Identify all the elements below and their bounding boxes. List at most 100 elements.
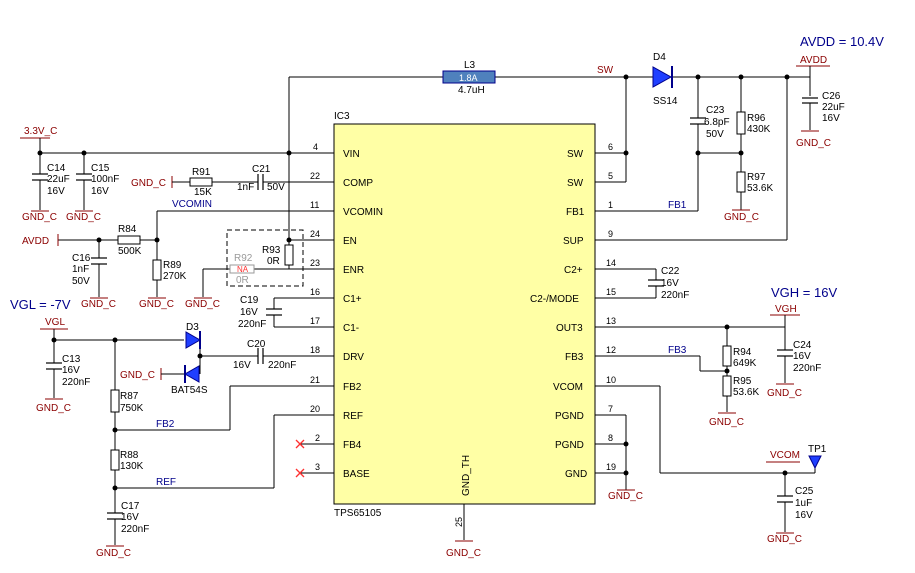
c14-v2: 16V	[47, 186, 65, 197]
net-label-ref: REF	[156, 477, 176, 488]
c15-v1: 100nF	[91, 174, 119, 185]
ic-right-pin-stubs	[595, 152, 787, 474]
inductor-l3[interactable]	[442, 70, 496, 84]
c22-v1: 16V	[661, 278, 679, 289]
resistor-r94[interactable]	[722, 345, 732, 367]
c26-v2: 16V	[822, 113, 840, 124]
capacitor-c13[interactable]	[46, 362, 62, 370]
net-label-avdd-in: AVDD	[22, 236, 49, 247]
c13-v2: 220nF	[62, 377, 90, 388]
pin-num-15: 15	[606, 287, 616, 297]
c26-v1: 22uF	[822, 102, 845, 113]
resistor-r97[interactable]	[736, 171, 746, 193]
resistor-r89[interactable]	[152, 259, 162, 281]
pin-num-16: 16	[310, 287, 320, 297]
c21-ref: C21	[252, 164, 271, 175]
capacitor-c17[interactable]	[107, 512, 123, 520]
resistor-r95[interactable]	[722, 375, 732, 397]
ic-part-label: TPS65105	[334, 508, 382, 519]
diode-d3-b[interactable]	[183, 365, 200, 383]
wires-c22	[626, 268, 657, 299]
heading-vgl: VGL = -7V	[10, 297, 71, 312]
c17-v2: 220nF	[121, 524, 149, 535]
resistor-r93[interactable]	[284, 244, 294, 266]
capacitor-c23[interactable]	[690, 117, 706, 125]
r88-value: 130K	[120, 461, 144, 472]
c17-v1: 16V	[121, 512, 139, 523]
ic-left-pin-stubs	[289, 152, 334, 474]
r96-value: 430K	[747, 124, 771, 135]
pin-num-17: 17	[310, 316, 320, 326]
c22-v2: 220nF	[661, 290, 689, 301]
capacitor-c21[interactable]	[257, 174, 264, 190]
net-label-gnd: GND_C	[709, 417, 744, 428]
diode-d4[interactable]	[652, 66, 673, 88]
pin-name-enr: ENR	[343, 265, 364, 276]
pin-name-fb2: FB2	[343, 382, 362, 393]
net-label-gnd: GND_C	[22, 212, 57, 223]
net-label-gnd: GND_C	[131, 178, 166, 189]
capacitor-c20[interactable]	[257, 348, 264, 364]
pin-name-c2m: C2-/MODE	[530, 294, 579, 305]
testpoint-tp1[interactable]	[808, 455, 822, 470]
pin-num-14: 14	[606, 258, 616, 268]
c26-ref: C26	[822, 91, 841, 102]
pin-num-6: 6	[608, 142, 613, 152]
wires-vgh	[699, 315, 786, 412]
ic-tps65105[interactable]	[333, 123, 596, 505]
net-label-3v3: 3.3V_C	[24, 126, 57, 137]
capacitor-c16[interactable]	[91, 257, 107, 265]
r95-value: 53.6K	[733, 387, 759, 398]
c15-v2: 16V	[91, 186, 109, 197]
c16-v1: 1nF	[72, 264, 89, 275]
net-label-vgh: VGH	[775, 304, 797, 315]
pin-num-3: 3	[315, 462, 320, 472]
pin-num-23: 23	[310, 258, 320, 268]
c17-ref: C17	[121, 501, 140, 512]
pin-num-2: 2	[315, 433, 320, 443]
resistor-r88[interactable]	[110, 449, 120, 471]
capacitor-c14[interactable]	[32, 173, 48, 181]
net-label-gnd: GND_C	[608, 491, 643, 502]
r93-ref: R93	[262, 245, 281, 256]
diode-d3-a[interactable]	[185, 331, 202, 349]
r94-ref: R94	[733, 347, 752, 358]
optional-box	[226, 229, 304, 287]
pin-num-18: 18	[310, 345, 320, 355]
resistor-r96[interactable]	[736, 111, 746, 135]
c24-v1: 16V	[793, 351, 811, 362]
pin-num-7: 7	[608, 404, 613, 414]
pin-name-c1p: C1+	[343, 294, 362, 305]
net-label-gnd: GND_C	[120, 370, 155, 381]
capacitor-c25[interactable]	[777, 495, 793, 503]
c16-v2: 50V	[72, 276, 90, 287]
c19-v1: 16V	[240, 307, 258, 318]
net-label-gnd: GND_C	[139, 299, 174, 310]
net-label-gnd: GND_C	[767, 388, 802, 399]
resistor-r91[interactable]	[189, 177, 213, 187]
resistor-r87[interactable]	[110, 389, 120, 413]
resistor-r84[interactable]	[117, 235, 141, 245]
capacitor-c26[interactable]	[802, 97, 818, 104]
d4-value: SS14	[653, 96, 678, 107]
heading-avdd: AVDD = 10.4V	[800, 34, 884, 49]
capacitor-c15[interactable]	[76, 173, 92, 181]
net-label-gnd: GND_C	[796, 138, 831, 149]
r95-ref: R95	[733, 376, 752, 387]
pin-name-fb3: FB3	[565, 352, 584, 363]
wires-fb1	[697, 77, 742, 211]
pin-num-5: 5	[608, 171, 613, 181]
l3-tag: 1.8A	[459, 73, 478, 83]
pin-name-vcom: VCOM	[553, 382, 583, 393]
net-label-gnd: GND_C	[81, 299, 116, 310]
resistor-r92[interactable]	[229, 264, 255, 274]
l3-ref: L3	[464, 60, 476, 71]
capacitor-c22[interactable]	[648, 279, 664, 287]
pin-name-sw-5: SW	[567, 178, 584, 189]
tp1-ref: TP1	[808, 444, 827, 455]
r94-value: 649K	[733, 358, 757, 369]
capacitor-c19[interactable]	[266, 308, 282, 316]
capacitor-c24[interactable]	[777, 349, 793, 357]
pin-num-19: 19	[606, 462, 616, 472]
